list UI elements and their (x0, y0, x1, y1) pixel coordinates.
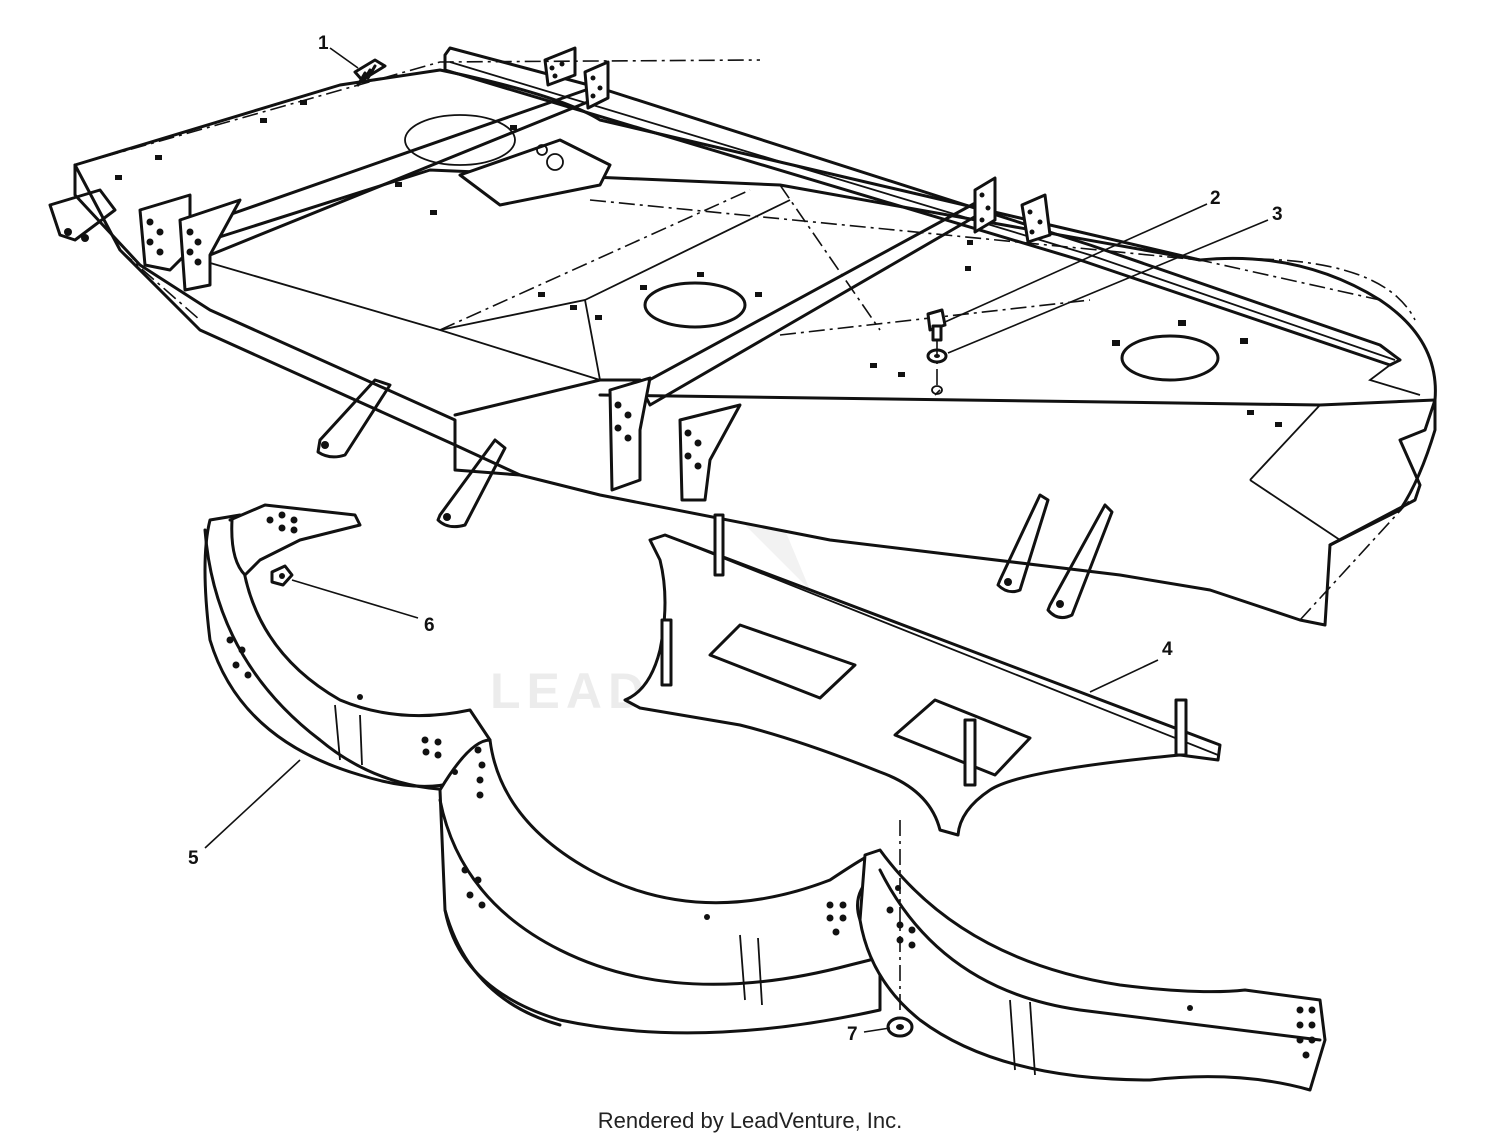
svg-text:6: 6 (424, 615, 435, 636)
hardware (270, 58, 948, 1038)
center-baffle-plate (623, 513, 1222, 837)
svg-text:1: 1 (318, 33, 329, 54)
callout-5: 5 (188, 759, 301, 869)
callout-1: 1 (318, 33, 359, 69)
svg-text:5: 5 (188, 848, 199, 869)
svg-text:3: 3 (1272, 204, 1283, 225)
svg-text:7: 7 (847, 1024, 858, 1045)
svg-text:4: 4 (1162, 639, 1173, 660)
callout-2: 2 (944, 188, 1221, 323)
callout-4: 4 (1089, 639, 1173, 693)
render-credit: Rendered by LeadVenture, Inc. (597, 1108, 903, 1133)
callout-7: 7 (847, 1024, 891, 1045)
baffle-skirt (203, 503, 1327, 1092)
callouts: 1 2 3 4 5 6 7 (188, 33, 1283, 1045)
callout-6: 6 (291, 579, 435, 636)
mower-deck-housing (48, 46, 1437, 627)
callout-3: 3 (947, 204, 1283, 354)
svg-text:2: 2 (1210, 188, 1221, 209)
